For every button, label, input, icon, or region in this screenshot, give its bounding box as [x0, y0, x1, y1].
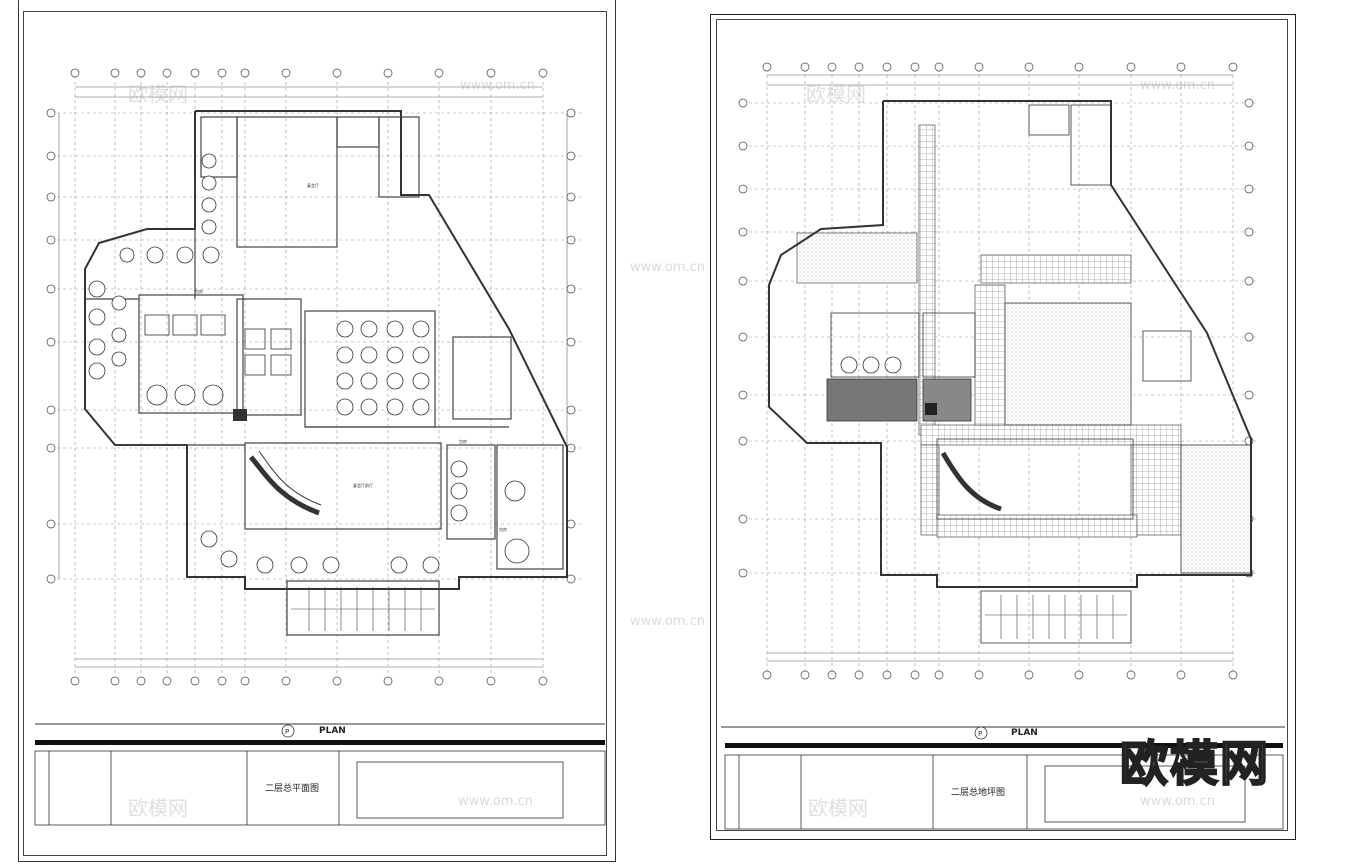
drawing-title: 二层总平面图 — [265, 782, 319, 794]
drawing-sheet-left: 宴会厅 宴会厅前厅 包房 包房 包房 P PLAN 二层总平面图 — [18, 0, 616, 862]
watermark-logo: 欧模网 — [1119, 735, 1271, 793]
plan-number: P — [978, 730, 982, 738]
room-label: 宴会厅 — [307, 182, 319, 188]
floor-plan-right: P PLAN 二层总地坪图 — [721, 62, 1285, 830]
room-label: 包房 — [499, 526, 507, 532]
floor-plan-left: 宴会厅 宴会厅前厅 包房 包房 包房 P PLAN 二层总平面图 — [34, 68, 606, 826]
plan-label: PLAN — [1011, 728, 1038, 738]
plan-label: PLAN — [319, 726, 346, 736]
plan-number: P — [285, 728, 289, 736]
room-label: 包房 — [459, 438, 467, 444]
drawing-title: 二层总地坪图 — [951, 786, 1005, 798]
room-label: 宴会厅前厅 — [353, 482, 373, 488]
watermark-url: www.om.cn — [630, 614, 705, 629]
room-label: 包房 — [195, 288, 203, 294]
sheet-frame — [716, 19, 1288, 831]
drawing-sheet-right: P PLAN 二层总地坪图 — [710, 14, 1296, 840]
sheet-frame — [23, 11, 607, 856]
watermark-url: www.om.cn — [630, 260, 705, 275]
